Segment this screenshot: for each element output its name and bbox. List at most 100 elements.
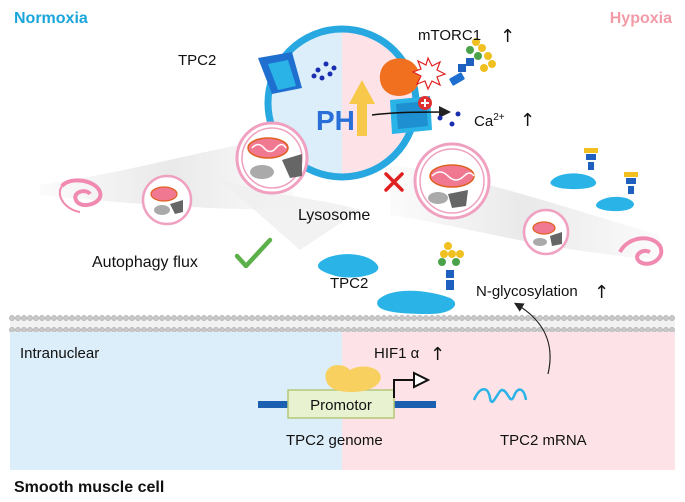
check-icon <box>234 237 273 269</box>
membrane-lipid <box>393 327 399 333</box>
membrane-lipid <box>219 327 225 333</box>
membrane-lipid <box>243 327 249 333</box>
membrane-lipid <box>627 327 633 333</box>
membrane-lipid <box>93 315 99 321</box>
membrane-lipid <box>315 315 321 321</box>
membrane-lipid <box>51 327 57 333</box>
membrane-lipid <box>135 327 141 333</box>
promotor-box <box>287 389 395 419</box>
n-glycosylation-label: N-glycosylation <box>476 283 578 300</box>
membrane-lipid <box>69 315 75 321</box>
membrane-lipid <box>261 327 267 333</box>
membrane-lipid <box>189 315 195 321</box>
membrane-lipid <box>285 327 291 333</box>
membrane-lipid <box>453 327 459 333</box>
translation-arrow <box>513 302 551 375</box>
membrane-lipid <box>633 315 639 321</box>
membrane-lipid <box>387 315 393 321</box>
membrane-lipid <box>291 327 297 333</box>
membrane-lipid <box>657 315 663 321</box>
membrane-lipid <box>189 327 195 333</box>
membrane-lipid <box>435 327 441 333</box>
membrane-lipid <box>303 315 309 321</box>
membrane-lipid <box>621 327 627 333</box>
membrane-lipid <box>591 327 597 333</box>
damaged-organelle-left <box>58 178 103 213</box>
membrane-lipid <box>297 315 303 321</box>
membrane-lipid <box>129 327 135 333</box>
autophagy-flux-label: Autophagy flux <box>92 254 198 271</box>
tpc2-genome-label: TPC2 genome <box>286 432 383 449</box>
membrane-lipid <box>585 315 591 321</box>
tpc2-cytoplasm-blob-3 <box>550 173 597 190</box>
membrane-lipid <box>273 315 279 321</box>
nucleus-region <box>10 332 675 470</box>
membrane-lipid <box>105 327 111 333</box>
membrane-lipid <box>33 327 39 333</box>
membrane-lipid <box>201 315 207 321</box>
membrane-lipid <box>171 327 177 333</box>
membrane-lipid <box>579 327 585 333</box>
tpc2-mid-label: TPC2 <box>330 275 368 292</box>
membrane-lipid <box>9 315 15 321</box>
membrane-lipid <box>519 327 525 333</box>
membrane-lipid <box>339 315 345 321</box>
membrane-lipid <box>417 315 423 321</box>
autophagosome-large <box>235 121 309 195</box>
membrane-lipid <box>441 315 447 321</box>
membrane-lipid <box>33 315 39 321</box>
membrane-lipid <box>615 327 621 333</box>
membrane-lipid <box>357 327 363 333</box>
membrane-lipid <box>381 315 387 321</box>
tpc2-top-label: TPC2 <box>178 52 216 69</box>
membrane-lipid <box>375 315 381 321</box>
membrane-lipid <box>429 315 435 321</box>
membrane-lipid <box>225 315 231 321</box>
membrane-lipid <box>525 327 531 333</box>
membrane-lipid <box>231 315 237 321</box>
cross-icon <box>384 172 404 192</box>
membrane-lipid <box>177 315 183 321</box>
membrane-lipid <box>135 315 141 321</box>
membrane-lipid <box>279 327 285 333</box>
membrane-lipid <box>567 315 573 321</box>
membrane-lipid <box>387 327 393 333</box>
membrane-lipid <box>483 315 489 321</box>
autophagosome-hypoxia <box>413 142 491 220</box>
membrane-lipid <box>405 315 411 321</box>
membrane-lipid <box>249 327 255 333</box>
membrane-lipid <box>39 327 45 333</box>
membrane-lipid <box>69 327 75 333</box>
membrane-lipid <box>153 327 159 333</box>
membrane-lipid <box>39 315 45 321</box>
membrane-lipid <box>501 315 507 321</box>
membrane-lipid <box>417 327 423 333</box>
membrane-lipid <box>207 327 213 333</box>
membrane-lipid <box>645 315 651 321</box>
membrane-lipid <box>57 327 63 333</box>
membrane-lipid <box>225 327 231 333</box>
membrane-lipid <box>87 327 93 333</box>
membrane-lipid <box>261 315 267 321</box>
membrane-lipid <box>519 315 525 321</box>
membrane-lipid <box>465 315 471 321</box>
membrane-lipid <box>663 327 669 333</box>
membrane-lipid <box>543 315 549 321</box>
membrane-lipid <box>363 327 369 333</box>
membrane-lipid <box>429 327 435 333</box>
membrane-lipid <box>129 315 135 321</box>
cell-type-label: Smooth muscle cell <box>14 479 164 496</box>
membrane-lipid <box>495 315 501 321</box>
membrane-lipid <box>483 327 489 333</box>
membrane-lipid <box>381 327 387 333</box>
membrane-lipid <box>141 315 147 321</box>
membrane-lipid <box>195 327 201 333</box>
membrane-lipid <box>75 315 81 321</box>
activation-plus-icon <box>418 96 432 110</box>
membrane-lipid <box>27 327 33 333</box>
membrane-lipid <box>207 315 213 321</box>
membrane-lipid <box>81 327 87 333</box>
tpc2-channel-left <box>258 52 302 94</box>
ion-dots-left <box>311 61 337 81</box>
membrane-lipid <box>93 327 99 333</box>
